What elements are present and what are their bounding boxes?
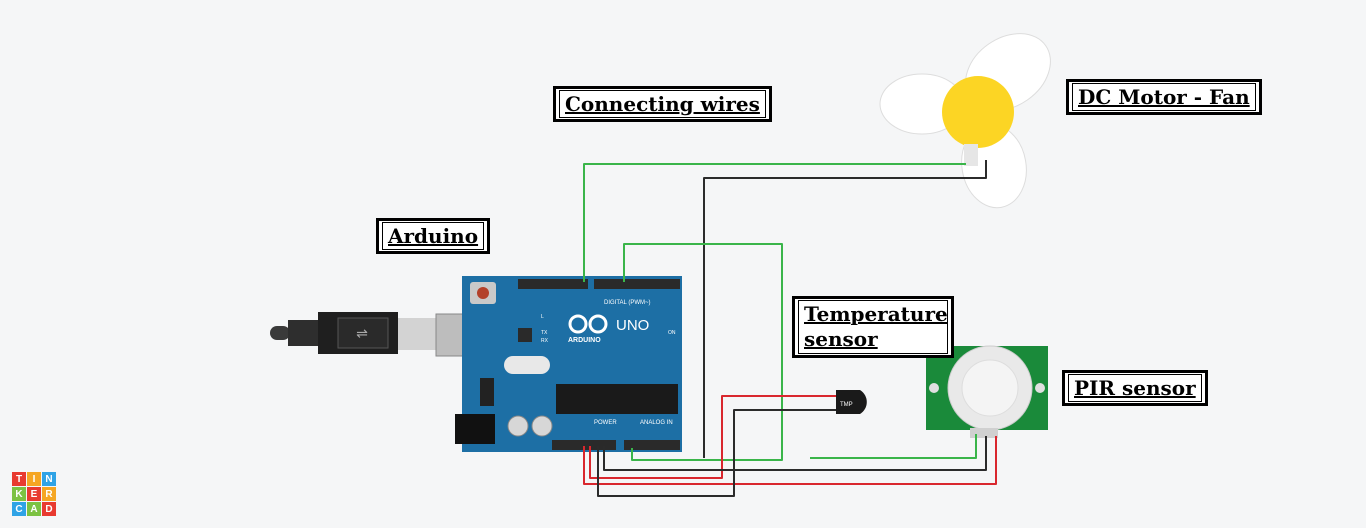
logo-letter: N [42,472,56,486]
label-temperature-sensor: Temperature sensor [792,296,954,358]
board-model: UNO [616,317,649,334]
on-label: ON [668,330,676,336]
label-connecting-wires: Connecting wires [553,86,772,122]
logo-letter: A [27,502,41,516]
power-label: POWER [594,420,617,426]
connecting-wires[interactable] [583,160,997,497]
tinkercad-logo[interactable]: T I N K E R C A D [12,472,56,516]
arduino-board[interactable] [455,276,682,452]
svg-text:⇌: ⇌ [356,326,368,342]
logo-letter: I [27,472,41,486]
arduino-infinity-icon [568,314,608,334]
analog-label: ANALOG IN [640,420,673,426]
dc-motor-fan[interactable] [879,18,1065,213]
temperature-sensor[interactable] [836,390,867,414]
logo-letter: K [12,487,26,501]
pir-sensor[interactable] [926,345,1048,438]
digital-label: DIGITAL (PWM~) [604,300,651,306]
label-arduino: Arduino [376,218,491,254]
usb-cable: ⇌ [270,312,495,357]
label-dc-motor-fan: DC Motor - Fan [1066,79,1262,115]
logo-letter: E [27,487,41,501]
label-pir-sensor: PIR sensor [1062,370,1208,406]
tmp-mark: TMP [840,402,853,408]
rx-label: RX [541,338,549,344]
board-brand: ARDUINO [568,337,601,344]
logo-letter: T [12,472,26,486]
tx-label: TX [541,330,548,336]
logo-letter: D [42,502,56,516]
logo-letter: R [42,487,56,501]
logo-letter: C [12,502,26,516]
l-label: L [541,314,544,320]
